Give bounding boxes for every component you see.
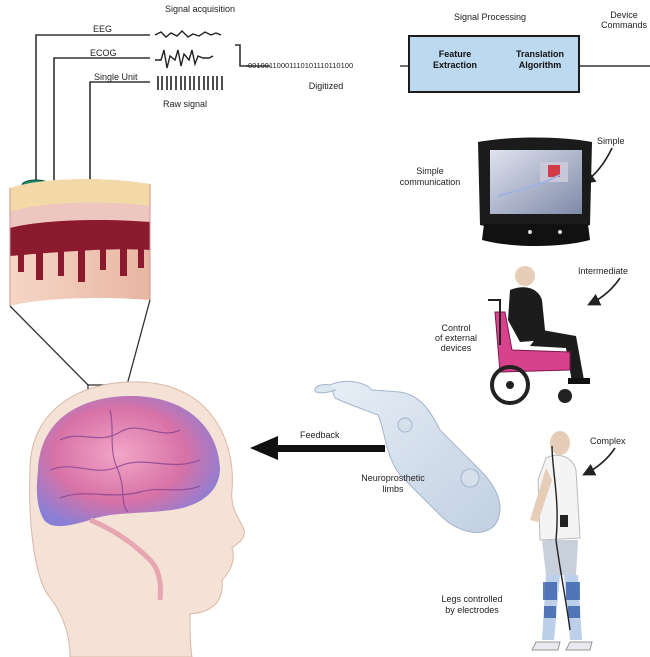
- eeg-label: EEG: [93, 24, 112, 34]
- device-commands-title-line1: Device: [610, 10, 638, 20]
- wheelchair-user-icon: [488, 266, 590, 403]
- head-brain-icon: [30, 382, 245, 657]
- control-line1: Control: [441, 323, 470, 333]
- neuroprosthetic-line1: Neuroprosthetic: [361, 473, 425, 483]
- neuroprosthetic-line2: limbs: [382, 484, 403, 494]
- legs-controlled-line2: by electrodes: [445, 605, 499, 615]
- device-commands-title-line2: Commands: [601, 20, 647, 30]
- simple-communication-line1: Simple: [416, 166, 444, 176]
- control-line2: of external: [435, 333, 477, 343]
- simple-communication-line2: communication: [400, 177, 461, 187]
- feature-extraction-line1: Feature: [439, 49, 472, 59]
- signal-acquisition-title: Signal acquisition: [165, 4, 235, 14]
- processing-box: Feature Extraction Translation Algorithm: [408, 35, 580, 93]
- intermediate-tier-label: Intermediate: [578, 266, 628, 276]
- signal-processing-title: Signal Processing: [454, 12, 526, 22]
- digitized-label: Digitized: [309, 81, 344, 91]
- single-unit-label: Single Unit: [94, 72, 138, 82]
- prosthetic-arm-icon: [315, 381, 500, 532]
- translation-algorithm-line2: Algorithm: [519, 60, 562, 70]
- complex-tier-label: Complex: [590, 436, 626, 446]
- walking-person-icon: [530, 431, 592, 650]
- raw-signal-label: Raw signal: [163, 99, 207, 109]
- legs-controlled-line1: Legs controlled: [441, 594, 502, 604]
- ecog-label: ECOG: [90, 48, 117, 58]
- tissue-cross-section-icon: [10, 179, 150, 306]
- simple-tier-label: Simple: [597, 136, 625, 146]
- translation-algorithm-line1: Translation: [516, 49, 564, 59]
- feature-extraction-line2: Extraction: [433, 60, 477, 70]
- feedback-label: Feedback: [300, 430, 340, 440]
- bitstream-label: 00100110001110101110110100: [248, 61, 353, 71]
- monitor-icon: [478, 138, 592, 247]
- raw-signal-traces: [155, 31, 222, 90]
- control-line3: devices: [441, 343, 472, 353]
